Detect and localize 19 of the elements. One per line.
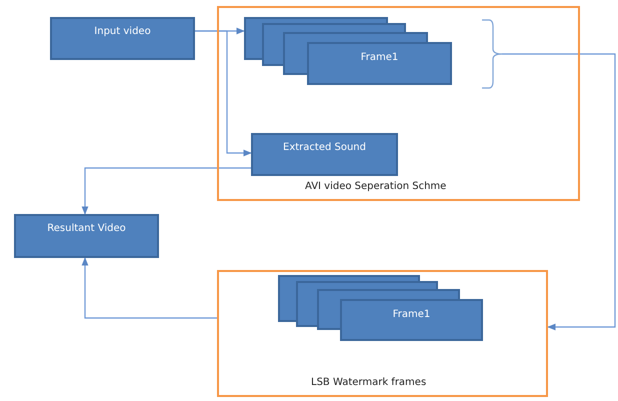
arrow xyxy=(195,30,252,156)
frame-stack xyxy=(278,275,483,341)
frame-stack xyxy=(244,17,452,85)
box-label: Resultant Video xyxy=(46,223,127,234)
group-panel xyxy=(217,270,548,397)
box-label: Frame1 xyxy=(392,309,432,320)
group-panel xyxy=(217,6,580,201)
panel-label: AVI video Seperation Schme xyxy=(305,181,446,192)
arrow xyxy=(502,53,616,330)
box-label: Frame1 xyxy=(360,52,400,63)
curly-brace xyxy=(482,19,502,89)
arrow xyxy=(82,167,251,215)
panel-label: LSB Watermark frames xyxy=(311,377,426,388)
arrow xyxy=(82,257,217,319)
process-box xyxy=(50,17,195,60)
box-label: Input video xyxy=(93,26,152,37)
process-box xyxy=(14,214,159,258)
box-label: Extracted Sound xyxy=(282,142,367,153)
process-box xyxy=(251,133,398,176)
